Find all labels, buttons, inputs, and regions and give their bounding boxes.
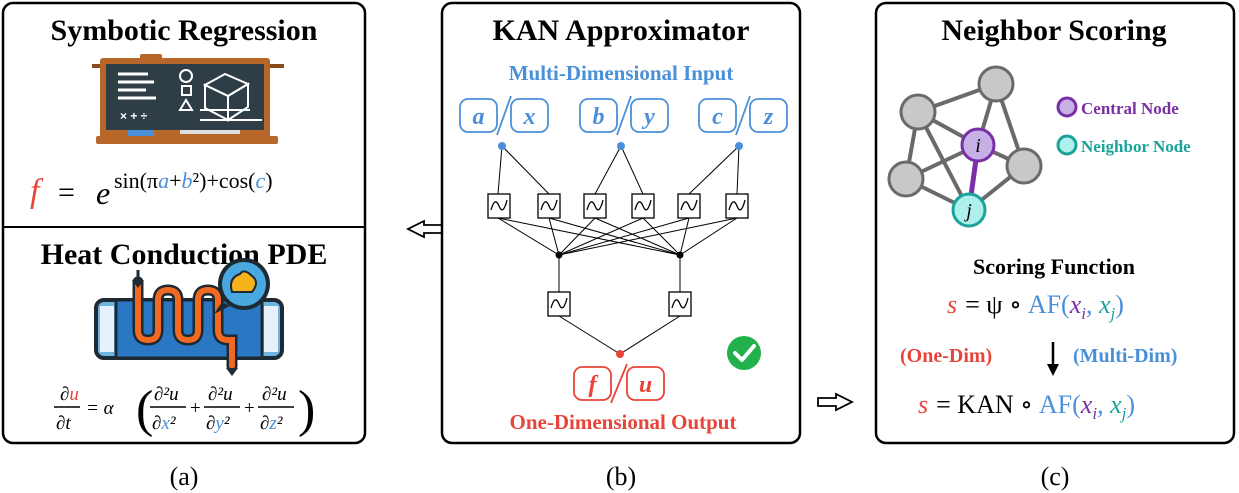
svg-text:∂y²: ∂y² xyxy=(206,413,230,434)
spline-icon xyxy=(631,193,655,219)
pde-d2u-y: ∂²u xyxy=(208,384,233,405)
heat-pipe-icon xyxy=(94,258,284,376)
input-z: z xyxy=(763,104,774,130)
scoring-function-title: Scoring Function xyxy=(973,254,1135,279)
input-y: y xyxy=(641,104,655,130)
legend-central-label: Central Node xyxy=(1081,99,1179,118)
pde-dt: ∂t xyxy=(56,413,71,434)
pde-eq-alpha: = α xyxy=(86,398,115,419)
input-b: b xyxy=(593,104,605,130)
exp-part-3: ²)+cos( xyxy=(193,168,256,193)
graph-node xyxy=(899,93,937,131)
input-node-3 xyxy=(735,142,743,150)
spline-icon xyxy=(547,291,571,317)
hidden-node-2 xyxy=(676,251,684,259)
arrow-left-icon xyxy=(405,219,443,239)
panel-a-title-top: Symbotic Regression xyxy=(51,14,318,47)
graph-node xyxy=(887,160,925,198)
down-arrow-icon xyxy=(1047,342,1059,376)
panel-c-title: Neighbor Scoring xyxy=(941,14,1166,47)
spline-icon xyxy=(537,193,561,219)
graph-node xyxy=(977,65,1015,103)
caption-b: (b) xyxy=(606,462,636,491)
svg-text:∂x²: ∂x² xyxy=(152,413,176,434)
pde-d2u-x: ∂²u xyxy=(154,384,179,405)
svg-text:∂z²: ∂z² xyxy=(260,413,283,434)
output-f: f xyxy=(589,372,599,398)
exp-var-b: b xyxy=(182,168,193,193)
input-c: c xyxy=(712,104,723,130)
pde-right-paren: ) xyxy=(298,381,315,438)
legend-central-marker xyxy=(1056,96,1078,118)
formula-exponent: sin(πa+b²)+cos(c) xyxy=(114,168,273,193)
spline-icon xyxy=(487,193,511,219)
kan-network-edges xyxy=(497,145,740,355)
check-icon xyxy=(727,336,761,370)
spline-activation-icons xyxy=(487,193,749,317)
panel-b-title: KAN Approximator xyxy=(493,14,750,47)
caption-a: (a) xyxy=(170,462,199,491)
caption-c: (c) xyxy=(1041,462,1070,491)
scoring-formula-1: s= ψ ∘AF(xi, xj) xyxy=(947,290,1124,323)
formula-equals: = xyxy=(58,176,75,209)
spline-icon xyxy=(583,193,607,219)
panel-b-frame xyxy=(440,1,802,445)
input-boxes: a x b y c z xyxy=(459,95,788,136)
exp-var-a: a xyxy=(158,168,169,193)
spline-icon xyxy=(677,193,701,219)
pde-plus-1: + xyxy=(190,398,201,419)
svg-text:× + ÷: × + ÷ xyxy=(120,109,148,123)
pde-left-paren: ( xyxy=(136,381,153,438)
spline-icon xyxy=(725,193,749,219)
legend-neighbor-label: Neighbor Node xyxy=(1081,137,1191,156)
input-node-1 xyxy=(498,142,506,150)
spline-icon xyxy=(668,291,692,317)
panel-c: Neighbor Scoring i j xyxy=(874,1,1236,491)
input-node-2 xyxy=(617,142,625,150)
neighbor-graph: i j xyxy=(887,65,1043,228)
output-boxes: f u xyxy=(573,363,665,404)
panel-b: KAN Approximator Multi-Dimensional Input… xyxy=(440,1,802,491)
scoring-formula-2: s= KAN ∘AF(xi, xj) xyxy=(918,390,1135,423)
legend-neighbor-marker xyxy=(1056,134,1078,156)
pde-plus-2: + xyxy=(244,398,255,419)
exp-part-4: ) xyxy=(265,168,272,193)
hidden-node-1 xyxy=(555,251,563,259)
central-node-i xyxy=(960,127,996,163)
node-i-label: i xyxy=(975,135,981,157)
input-a: a xyxy=(473,104,485,130)
blackboard-icon: × + ÷ xyxy=(92,54,284,144)
panel-a: Symbotic Regression × + ÷ f xyxy=(1,1,367,491)
pde-d2u-z: ∂²u xyxy=(262,384,287,405)
arrow-right-icon xyxy=(817,392,855,412)
heat-pde-formula: ∂u ∂t = α ( ∂²u ∂x² + ∂²u ∂y² + ∂²u ∂z² … xyxy=(54,381,315,438)
panel-c-frame xyxy=(874,1,1236,445)
graph-legend: Central Node Neighbor Node xyxy=(1056,96,1191,156)
panel-a-title-bottom: Heat Conduction PDE xyxy=(41,238,328,271)
svg-text:∂u: ∂u xyxy=(60,384,79,405)
input-x: x xyxy=(523,104,536,130)
output-u: u xyxy=(639,372,652,398)
exp-var-c: c xyxy=(256,168,266,193)
exp-part-2: + xyxy=(169,168,181,193)
output-label: One-Dimensional Output xyxy=(510,410,737,434)
formula-e: e xyxy=(96,175,110,211)
multi-dim-label: (Multi-Dim) xyxy=(1073,345,1177,367)
node-j-label: j xyxy=(963,200,972,222)
neighbor-node-j xyxy=(951,192,987,228)
one-dim-label: (One-Dim) xyxy=(900,345,992,367)
output-node xyxy=(616,350,624,358)
graph-node xyxy=(1005,147,1043,185)
input-label: Multi-Dimensional Input xyxy=(509,61,734,85)
exp-part-1: sin(π xyxy=(114,168,158,193)
